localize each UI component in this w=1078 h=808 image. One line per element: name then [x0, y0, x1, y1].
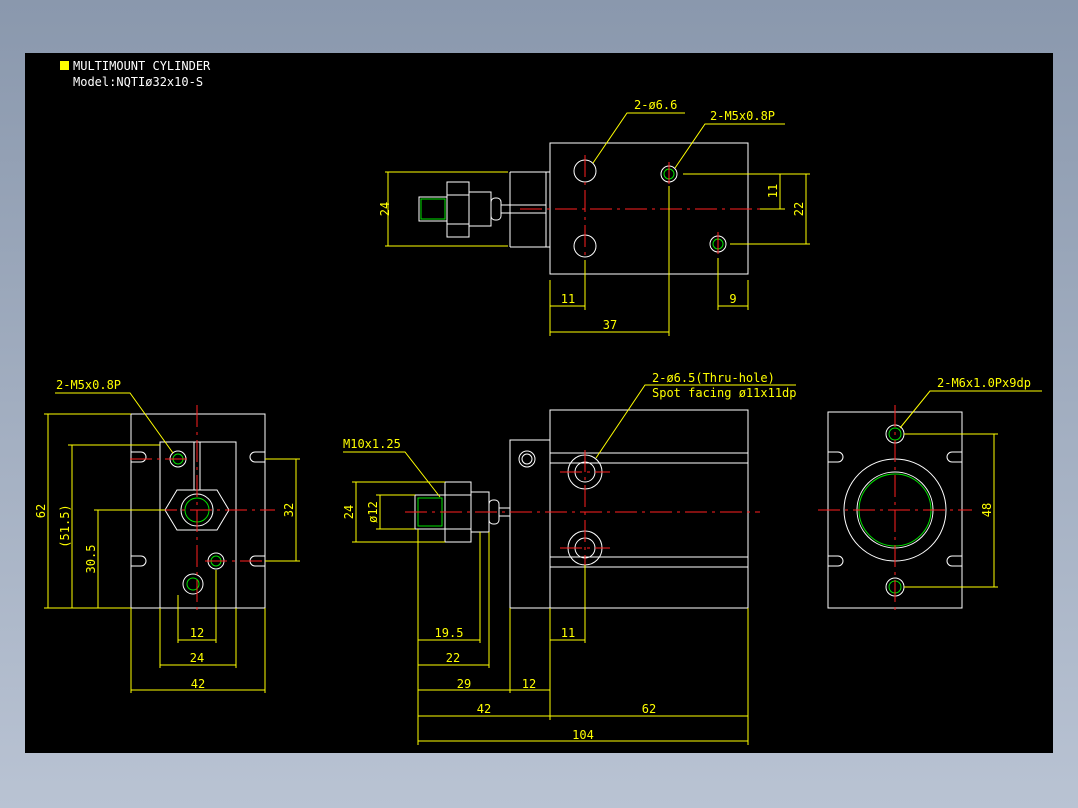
right-callout-thread: 2-M6x1.0Px9dp — [937, 376, 1031, 390]
top-dim-11v: 11 — [766, 184, 780, 198]
front-view: 24 ø12 11 19.5 22 29 12 42 62 104 M10x1.… — [342, 371, 797, 745]
right-view: 48 2-M6x1.0Px9dp — [818, 376, 1042, 612]
left-dim-62: 62 — [34, 504, 48, 518]
front-callout-hole-2: Spot facing ø11x11dp — [652, 386, 797, 400]
top-dim-24: 24 — [378, 202, 392, 216]
title-marker — [60, 61, 69, 70]
left-dim-24: 24 — [190, 651, 204, 665]
left-view: 62 (51.5) 30.5 32 12 24 42 2-M5x0.8P — [34, 378, 300, 693]
front-dim-12: 12 — [522, 677, 536, 691]
top-nut — [446, 181, 470, 238]
top-view: 24 11 22 11 9 37 2-ø6.6 2-M5x0.8P — [378, 98, 810, 336]
title-line-2: Model:NQTIø32x10-S — [73, 75, 203, 89]
top-callout-hole: 2-ø6.6 — [634, 98, 677, 112]
front-callout-thread: M10x1.25 — [343, 437, 401, 451]
front-dim-29: 29 — [457, 677, 471, 691]
front-dim-62: 62 — [642, 702, 656, 716]
front-dim-d12: ø12 — [366, 501, 380, 523]
right-dim-48: 48 — [980, 503, 994, 517]
front-callout-hole-1: 2-ø6.5(Thru-hole) — [652, 371, 775, 385]
left-body — [130, 413, 266, 609]
front-dim-11: 11 — [561, 626, 575, 640]
front-dim-24: 24 — [342, 505, 356, 519]
left-dim-32: 32 — [282, 503, 296, 517]
left-dim-12: 12 — [190, 626, 204, 640]
left-dim-42: 42 — [191, 677, 205, 691]
left-callout-port: 2-M5x0.8P — [56, 378, 121, 392]
front-dim-22: 22 — [446, 651, 460, 665]
drawing-canvas — [25, 53, 1053, 753]
left-dim-51-5: (51.5) — [58, 504, 72, 547]
top-body — [549, 142, 749, 275]
top-dim-9: 9 — [729, 292, 736, 306]
top-callout-port: 2-M5x0.8P — [710, 109, 775, 123]
title-line-1: MULTIMOUNT CYLINDER — [73, 59, 211, 73]
front-dim-104: 104 — [572, 728, 594, 742]
top-dim-11h: 11 — [561, 292, 575, 306]
top-dim-37: 37 — [603, 318, 617, 332]
left-dim-30-5: 30.5 — [84, 545, 98, 574]
front-dim-42: 42 — [477, 702, 491, 716]
front-dim-19-5: 19.5 — [435, 626, 464, 640]
front-body — [549, 409, 749, 609]
top-dim-22: 22 — [792, 202, 806, 216]
